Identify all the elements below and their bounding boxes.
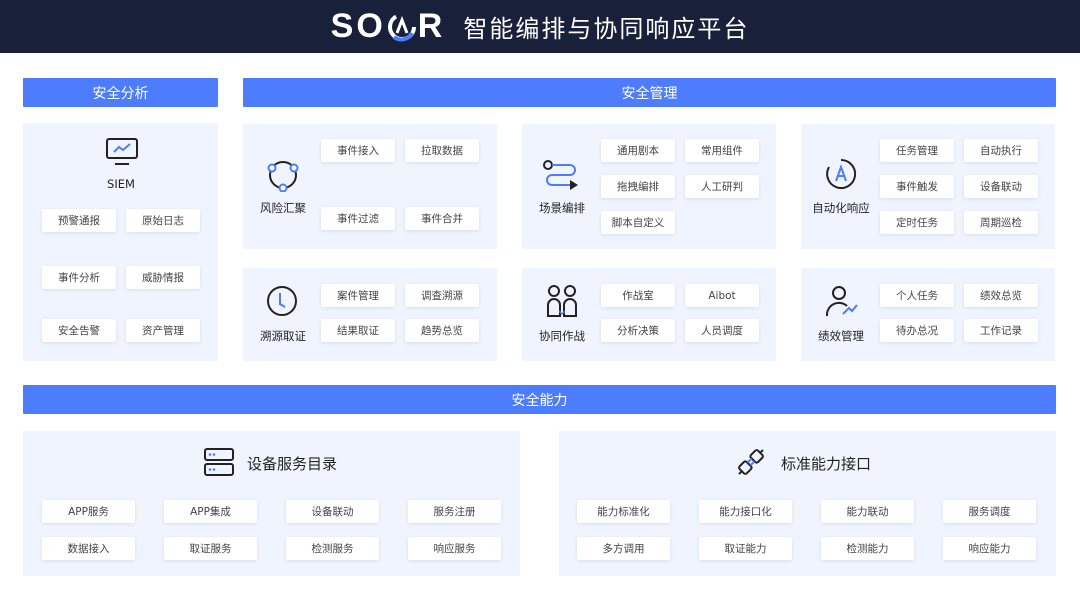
catalog-item[interactable]: APP服务	[42, 500, 135, 523]
module-risk-aggregation: 风险汇聚 事件接入 拉取数据 事件过滤 事件合并	[243, 124, 497, 249]
interface-item[interactable]: 取证能力	[699, 537, 792, 560]
module-item[interactable]: 自动执行	[964, 139, 1038, 162]
siem-card: SIEM 预警通报 原始日志 事件分析 威胁情报 安全告警 资产管理	[23, 123, 218, 361]
module-collaboration: 协同作战 作战室 Aibot 分析决策 人员调度	[522, 268, 776, 361]
page-title: 智能编排与协同响应平台	[463, 15, 750, 43]
module-item[interactable]: 分析决策	[601, 319, 675, 342]
module-item[interactable]: 结果取证	[321, 319, 395, 342]
module-item[interactable]: Aibot	[685, 284, 759, 307]
module-label: 场景编排	[539, 201, 585, 215]
module-traceability: 溯源取证 案件管理 调查溯源 结果取证 趋势总览	[243, 268, 497, 361]
section-capability-header: 安全能力	[23, 385, 1056, 414]
module-scenario-orchestration: 场景编排 通用剧本 常用组件 拖拽编排 人工研判 脚本自定义	[522, 124, 776, 249]
module-item[interactable]: 常用组件	[685, 139, 759, 162]
interface-item[interactable]: 能力接口化	[699, 500, 792, 523]
module-item[interactable]: 事件合并	[405, 207, 479, 230]
module-performance: 绩效管理 个人任务 绩效总览 待办总况 工作记录	[801, 268, 1055, 361]
logo-a-icon	[387, 12, 416, 41]
interface-item[interactable]: 能力标准化	[577, 500, 670, 523]
catalog-title: 设备服务目录	[247, 455, 338, 473]
interface-item[interactable]: 检测能力	[821, 537, 914, 560]
siem-item[interactable]: 原始日志	[126, 209, 200, 232]
module-label: 协同作战	[539, 329, 585, 343]
module-item[interactable]: 事件过滤	[321, 207, 395, 230]
automation-icon	[826, 158, 857, 189]
module-item[interactable]: 案件管理	[321, 284, 395, 307]
module-item[interactable]: 事件接入	[321, 139, 395, 162]
catalog-item[interactable]: 数据接入	[42, 537, 135, 560]
siem-item[interactable]: 威胁情报	[126, 266, 200, 289]
module-item[interactable]: 待办总况	[880, 319, 954, 342]
module-item[interactable]: 事件触发	[880, 175, 954, 198]
module-item[interactable]: 定时任务	[880, 211, 954, 234]
module-item[interactable]: 人工研判	[685, 175, 759, 198]
module-item[interactable]: 人员调度	[685, 319, 759, 342]
module-item[interactable]: 作战室	[601, 284, 675, 307]
module-item[interactable]: 趋势总览	[405, 319, 479, 342]
orchestration-flow-icon	[543, 160, 578, 190]
siem-label: SIEM	[107, 177, 135, 191]
header: SO R 智能编排与协同响应平台	[0, 0, 1080, 53]
interfaces-title: 标准能力接口	[781, 455, 872, 473]
module-item[interactable]: 拖拽编排	[601, 175, 675, 198]
siem-item[interactable]: 预警通报	[42, 209, 116, 232]
catalog-item[interactable]: 取证服务	[164, 537, 257, 560]
siem-item[interactable]: 事件分析	[42, 266, 116, 289]
module-automated-response: 自动化响应 任务管理 自动执行 事件触发 设备联动 定时任务 周期巡检	[801, 124, 1055, 249]
catalog-item[interactable]: 响应服务	[408, 537, 501, 560]
section-management-header: 安全管理	[243, 78, 1056, 107]
module-item[interactable]: 调查溯源	[405, 284, 479, 307]
interface-item[interactable]: 多方调用	[577, 537, 670, 560]
plug-icon	[738, 449, 764, 475]
soar-logo: SO R	[330, 7, 446, 45]
siem-item[interactable]: 资产管理	[126, 319, 200, 342]
user-performance-icon	[825, 286, 858, 317]
module-item[interactable]: 个人任务	[880, 284, 954, 307]
risk-aggregation-icon	[267, 161, 299, 192]
module-item[interactable]: 任务管理	[880, 139, 954, 162]
module-label: 溯源取证	[260, 329, 306, 343]
monitor-icon	[106, 138, 138, 165]
catalog-item[interactable]: 设备联动	[286, 500, 379, 523]
interface-item[interactable]: 响应能力	[943, 537, 1036, 560]
catalog-item[interactable]: 检测服务	[286, 537, 379, 560]
interface-item[interactable]: 服务调度	[943, 500, 1036, 523]
team-icon	[547, 285, 577, 317]
interface-item[interactable]: 能力联动	[821, 500, 914, 523]
module-item[interactable]: 拉取数据	[405, 139, 479, 162]
catalog-item[interactable]: 服务注册	[408, 500, 501, 523]
clock-icon	[267, 286, 297, 316]
module-item[interactable]: 通用剧本	[601, 139, 675, 162]
module-label: 风险汇聚	[260, 201, 306, 215]
module-label: 绩效管理	[818, 329, 864, 343]
module-item[interactable]: 周期巡检	[964, 211, 1038, 234]
module-item[interactable]: 设备联动	[964, 175, 1038, 198]
device-service-catalog-card: 设备服务目录 APP服务 APP集成 设备联动 服务注册 数据接入 取证服务 检…	[23, 431, 520, 576]
module-label: 自动化响应	[812, 201, 870, 215]
section-analysis-header: 安全分析	[23, 78, 218, 107]
module-item[interactable]: 绩效总览	[964, 284, 1038, 307]
catalog-item[interactable]: APP集成	[164, 500, 257, 523]
server-icon	[204, 448, 234, 476]
module-item[interactable]: 工作记录	[964, 319, 1038, 342]
module-item[interactable]: 脚本自定义	[601, 211, 675, 234]
standard-interface-card: 标准能力接口 能力标准化 能力接口化 能力联动 服务调度 多方调用 取证能力 检…	[559, 431, 1056, 576]
siem-item[interactable]: 安全告警	[42, 319, 116, 342]
